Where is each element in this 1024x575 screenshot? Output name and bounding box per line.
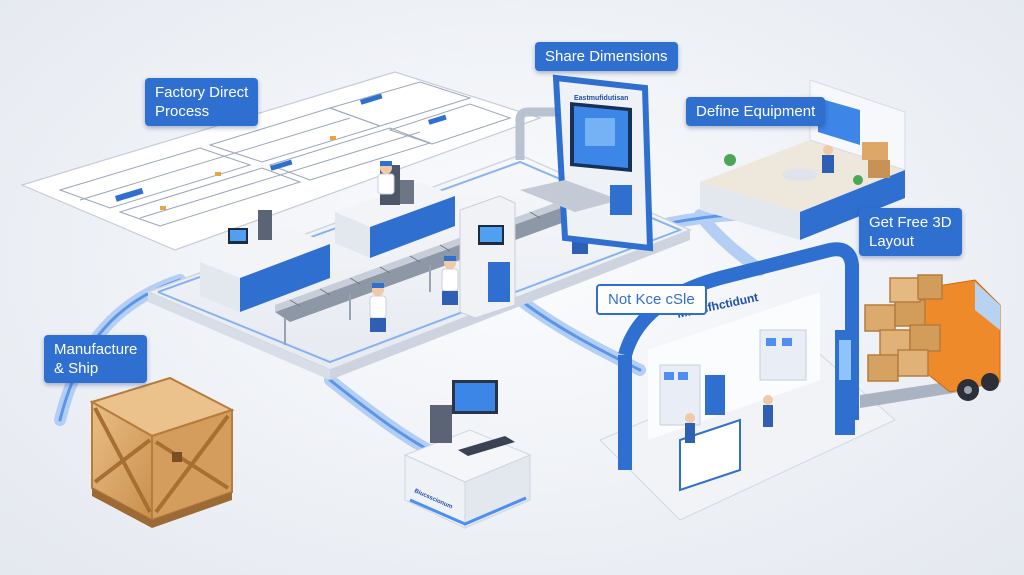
label-factory-direct-process: Factory Direct Process (145, 78, 259, 126)
label-manufacture-ship: Manufacture & Ship (44, 335, 148, 383)
office-scene (700, 79, 906, 240)
workstation-left (200, 210, 330, 312)
label-not-kce-csle: Not Kce cSle (596, 284, 707, 315)
wooden-crate (89, 376, 235, 528)
floor-plan-blueprint (20, 71, 542, 251)
machine-cabinet (459, 195, 516, 319)
label-share-dimensions: Share Dimensions (535, 42, 678, 71)
label-define-equipment: Define Equipment (686, 97, 826, 126)
computer-kiosk (403, 380, 532, 529)
showroom-booth (599, 242, 896, 521)
dimension-scanner-machine (515, 74, 654, 252)
machine-screen-title: Eastmufidutisan (574, 95, 628, 102)
delivery-truck (860, 274, 1001, 408)
label-get-free-3d-layout: Get Free 3D Layout (859, 208, 962, 256)
